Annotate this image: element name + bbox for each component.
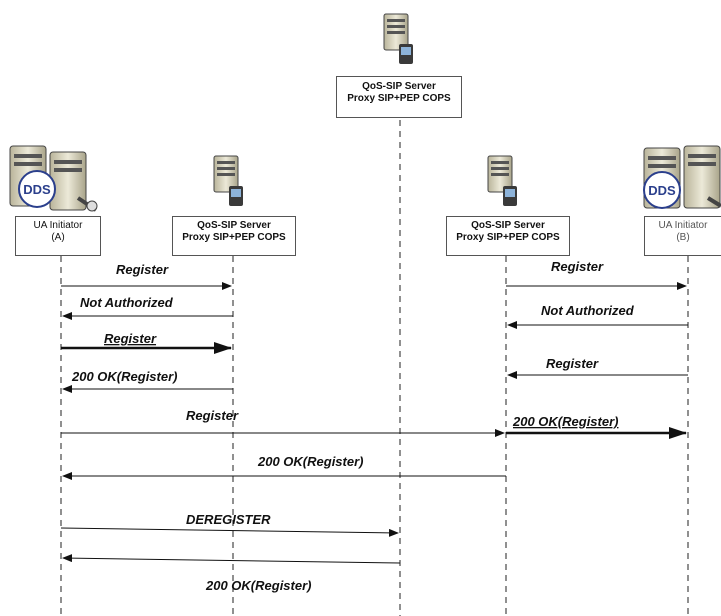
server-icon-proxy-b [487,155,517,206]
participant-label-line-1: UA Initiator [658,220,708,231]
participant-box-ua-b: UA Initiator (B) [644,216,721,256]
label-msg-4: 200 OK(Register) [71,369,177,384]
arrow-msg-12 [62,554,401,564]
participant-label-line-2: Proxy SIP+PEP COPS [182,232,286,243]
participant-box-proxy-b: QoS-SIP Server Proxy SIP+PEP COPS [446,216,570,256]
participant-label-line-1: QoS-SIP Server [362,81,436,92]
dds-badge-label-ua-a: DDS [23,182,51,197]
participant-box-proxy-center: QoS-SIP Server Proxy SIP+PEP COPS [336,76,462,118]
dds-badge-ua-b: DDS [643,171,681,209]
server-icon-proxy-a [213,155,243,206]
dds-badge-ua-a: DDS [18,170,56,208]
label-msg-6: Not Authorized [541,303,635,318]
participant-label-line-2: (A) [51,232,65,243]
participant-box-ua-a: UA Initiator (A) [15,216,101,256]
label-msg-12: 200 OK(Register) [205,578,311,593]
participant-label-line-2: Proxy SIP+PEP COPS [347,93,451,104]
label-msg-7: Register [546,356,599,371]
participant-label-line-1: UA Initiator [33,220,83,231]
label-msg-5: Register [551,259,604,274]
label-msg-11: DEREGISTER [186,512,271,527]
dds-badge-label-ua-b: DDS [648,183,676,198]
label-msg-8: Register [186,408,239,423]
server-icon-center [383,13,413,64]
label-msg-3: Register [104,331,157,346]
participant-box-proxy-a: QoS-SIP Server Proxy SIP+PEP COPS [172,216,296,256]
label-msg-9: 200 OK(Register) [512,414,618,429]
arrow-msg-11 [60,527,399,537]
label-msg-10: 200 OK(Register) [257,454,363,469]
participant-label-line-2: Proxy SIP+PEP COPS [456,232,560,243]
participant-label-line-2: (B) [676,232,690,243]
participant-label-line-1: QoS-SIP Server [471,220,545,231]
label-msg-1: Register [116,262,169,277]
participant-label-line-1: QoS-SIP Server [197,220,271,231]
label-msg-2: Not Authorized [80,295,174,310]
